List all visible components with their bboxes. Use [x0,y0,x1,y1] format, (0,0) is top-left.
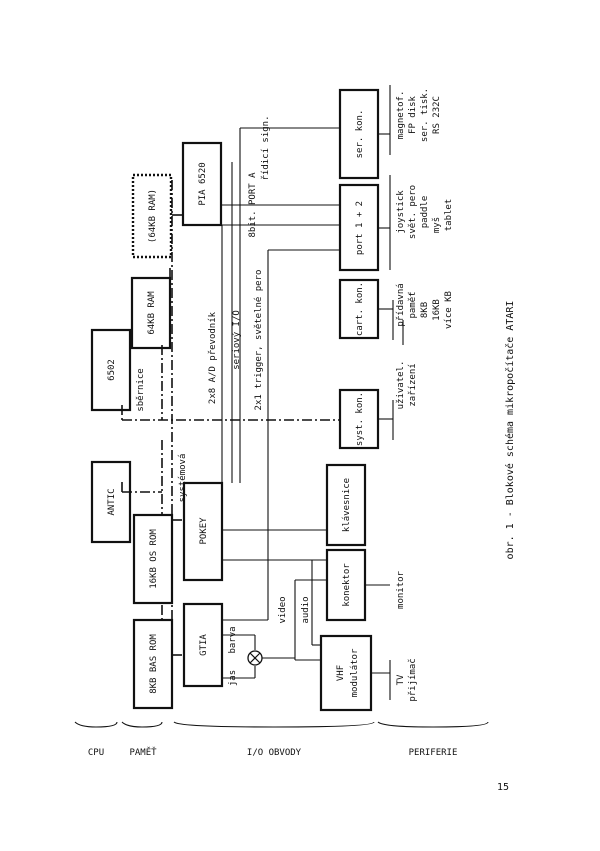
tv-label-1: TV [396,674,406,685]
trigger-line: 2x1 trigger, světelné pero [222,249,340,621]
cart-kon-block: cart. kon. [338,278,380,340]
os-rom-block: 16KB OS ROM [132,513,174,605]
konektor-block: konektor [325,548,367,622]
klavesnice-block: klávesnice [325,463,367,547]
rs232-label: RS 232C [432,96,442,134]
pia-6520-block: PIA 6520 [181,141,223,227]
vhf-label-2: modulátor [350,648,360,697]
gtia-label: GTIA [199,634,209,656]
control-signal-label: řídicí sign. [261,115,271,180]
ram-64kb-optional-label: (64KB RAM) [148,189,158,243]
jas-label: jas [228,670,238,686]
prid-label-1: přídavná [396,283,406,326]
os-rom-label: 16KB OS ROM [149,529,159,589]
paddle-label: paddle [420,196,430,229]
syst-kon-block: syst. kon. [338,388,380,450]
prid-label-2: paměť [408,291,418,318]
vhf-modulator-block: VHF modulátor [319,634,373,712]
trigger-label: 2x1 trigger, světelné pero [253,270,264,411]
peripheral-ports: joystick svět. pero paddle myš tablet [378,175,454,270]
peripheral-monitor: monitor [365,570,406,609]
klavesnice-label: klávesnice [342,478,352,532]
syst-kon-label: syst. kon. [355,392,365,446]
gtia-mixer-lines: barva jas [222,626,295,686]
system-bus: systémová sběrnice [121,180,340,656]
tv-label-2: přijímač [407,658,418,701]
konektor-label: konektor [342,563,352,607]
pokey-block: POKEY [182,481,224,582]
uziv-label-1: uživatel. [396,361,406,410]
ser-kon-label: ser. kon. [355,110,365,159]
section-pamet: PAMĚŤ [129,746,157,758]
peripheral-user-devices: uživatel. zařízení [378,361,418,440]
port-block: port 1 + 2 [338,183,380,272]
section-periferie: PERIFERIE [409,748,458,758]
kb16-label: 16KB [432,299,442,321]
video-label: video [278,596,288,623]
antic-label: ANTIC [107,488,117,515]
peripheral-serial: magnetof. FP disk ser. tisk. RS 232C [378,85,442,155]
serial-io-line: seriový I/O [231,162,242,483]
mys-label: myš [431,217,442,233]
section-braces: CPU PAMĚŤ I/O OBVODY PERIFERIE [74,721,489,758]
vicekb-label: více KB [444,291,454,329]
figure-caption: obr. 1 - Blokové schéma mikropočítače AT… [504,301,516,560]
ram-64kb-label: 64KB RAM [147,291,157,335]
cpu-6502-label: 6502 [107,359,117,381]
cpu-6502-block: 6502 [90,328,132,412]
sertisk-label: ser. tisk. [420,88,430,142]
ad-converter-label: 2x8 A/D převodník [208,311,218,404]
bus-label-2: sběrnice [136,368,146,411]
kb8-label: 8KB [420,302,430,318]
ram-64kb-optional-block: (64KB RAM) [131,173,173,259]
ad-converter-line: 2x8 A/D převodník [208,224,340,483]
port-label: port 1 + 2 [355,201,365,255]
tablet-label: tablet [444,199,454,232]
bus-label-1: systémová [177,454,188,503]
port-a-line: 8bit. PORT A [221,172,340,238]
audio-label: audio [301,596,311,623]
section-cpu: CPU [88,748,104,758]
svetpero-label: svět. pero [408,185,418,239]
port-a-label: 8bit. PORT A [248,172,258,238]
barva-label: barva [228,626,238,653]
bas-rom-label: 8KB BAS ROM [149,634,159,694]
serial-io-label: seriový I/O [232,310,242,370]
page-number: 15 [497,782,509,793]
control-signal-line: řídicí sign. [239,115,340,483]
magnetof-label: magnetof. [396,91,406,140]
bas-rom-block: 8KB BAS ROM [132,618,174,710]
joystick-label: joystick [396,190,406,234]
pia-6520-label: PIA 6520 [198,162,208,205]
pokey-label: POKEY [199,517,209,545]
uziv-label-2: zařízení [408,363,418,406]
vhf-label-1: VHF [336,665,346,681]
ser-kon-block: ser. kon. [338,88,380,180]
cart-kon-label: cart. kon. [355,282,365,336]
video-audio-lines: video audio [278,579,327,661]
peripheral-tv: TV přijímač [371,658,418,702]
section-io: I/O OBVODY [247,748,302,758]
antic-block: ANTIC [90,460,132,544]
ram-64kb-block: 64KB RAM [130,276,172,350]
peripheral-cartridge: přídavná paměť 8KB 16KB více KB [378,283,454,345]
gtia-block: GTIA [182,602,224,688]
monitor-label: monitor [396,570,406,609]
pokey-konektor-line [222,559,327,646]
fpdisk-label: FP disk [408,95,418,134]
